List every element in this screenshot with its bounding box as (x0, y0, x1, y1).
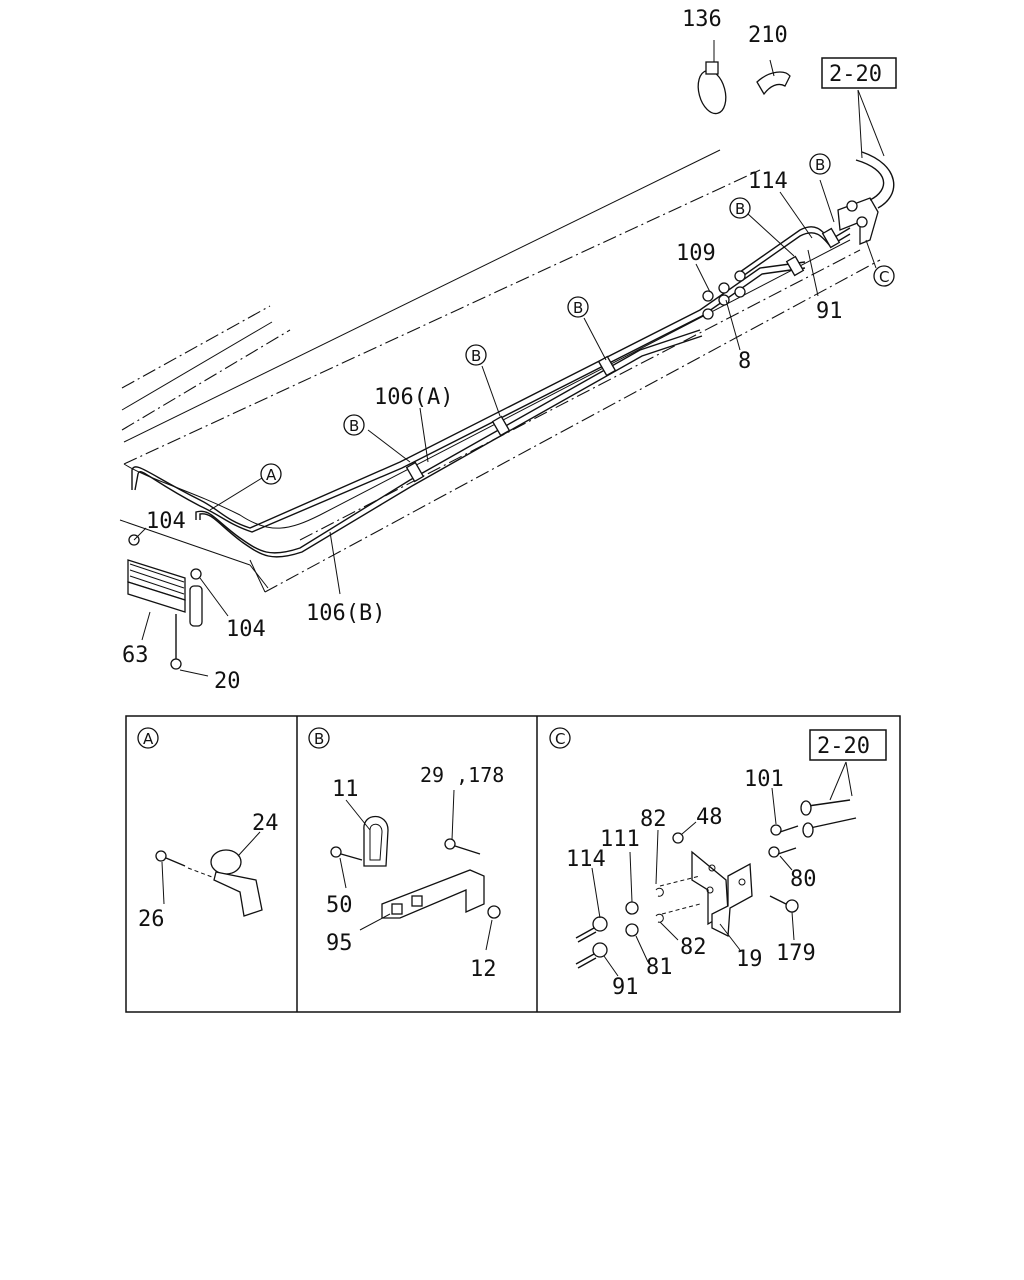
detail-b-marker: B (308, 727, 330, 749)
main-assembly: 2-20 A B B B B B C 136 (119, 7, 897, 694)
detail-a-callout-26: 26 (138, 907, 165, 932)
detail-a: A 24 26 (137, 727, 279, 932)
detail-c-callout-48: 48 (696, 805, 723, 830)
callout-114: 114 (748, 169, 788, 194)
marker-b-1: B (343, 414, 365, 436)
svg-text:B: B (815, 156, 825, 174)
svg-text:C: C (555, 730, 565, 748)
svg-text:A: A (266, 466, 277, 484)
detail-c-callout-82-upper: 82 (640, 807, 667, 832)
detail-b-callout-11: 11 (332, 777, 359, 802)
detail-a-callout-24: 24 (252, 811, 279, 836)
detail-c-reference-box (809, 729, 887, 761)
detail-b-callout-29-178: 29 ,178 (420, 763, 504, 787)
callout-63: 63 (122, 643, 149, 668)
fittings-109-8 (702, 270, 746, 320)
svg-text:C: C (879, 268, 889, 286)
callout-106b: 106(B) (306, 601, 385, 626)
leader-lines (133, 40, 885, 677)
svg-text:B: B (735, 200, 745, 218)
clamp-136 (697, 61, 727, 115)
marker-b-3: B (567, 296, 589, 318)
reference-box (821, 57, 897, 89)
marker-b-2: B (465, 344, 487, 366)
detail-c-callout-179: 179 (776, 941, 816, 966)
callout-104-upper: 104 (146, 509, 186, 534)
marker-c: C (873, 265, 895, 287)
callout-91: 91 (816, 299, 843, 324)
detail-panels (125, 715, 901, 1013)
detail-c-callout-101: 101 (744, 767, 784, 792)
marker-b-4: B (729, 197, 751, 219)
detail-c-marker: C (549, 727, 571, 749)
detail-c-callout-114: 114 (566, 847, 606, 872)
callout-109: 109 (676, 241, 716, 266)
detail-a-marker: A (137, 727, 159, 749)
svg-text:B: B (349, 417, 359, 435)
detail-b: B 11 29 ,178 50 95 12 (308, 727, 504, 982)
detail-b-callout-12: 12 (470, 957, 497, 982)
svg-text:B: B (471, 347, 481, 365)
detail-c-reference-box-label: 2-20 (817, 734, 870, 759)
callout-210: 210 (748, 23, 788, 48)
callout-8: 8 (738, 349, 751, 374)
detail-c-callout-80: 80 (790, 867, 817, 892)
detail-c-callout-111: 111 (600, 827, 640, 852)
callout-106a: 106(A) (374, 385, 453, 410)
detail-b-callout-95: 95 (326, 931, 353, 956)
detail-c-callout-19: 19 (736, 947, 763, 972)
pipe-106 (131, 226, 851, 558)
frame-outline (119, 149, 881, 593)
pipe-clips (405, 227, 841, 483)
callout-136: 136 (682, 7, 722, 32)
marker-b-5: B (809, 153, 831, 175)
detail-c-callout-91: 91 (612, 975, 639, 1000)
detail-c-callout-82-lower: 82 (680, 935, 707, 960)
svg-text:B: B (314, 730, 324, 748)
callout-104-lower: 104 (226, 617, 266, 642)
callout-20: 20 (214, 669, 241, 694)
sleeve-210 (756, 71, 791, 96)
reference-box-label: 2-20 (829, 62, 882, 87)
detail-b-callout-50: 50 (326, 893, 353, 918)
svg-text:A: A (143, 730, 154, 748)
detail-c: C 2-20 (549, 727, 887, 1000)
svg-text:B: B (573, 299, 583, 317)
detail-c-callout-81: 81 (646, 955, 673, 980)
bracket-c-assembly (837, 151, 895, 245)
marker-a: A (260, 463, 282, 485)
